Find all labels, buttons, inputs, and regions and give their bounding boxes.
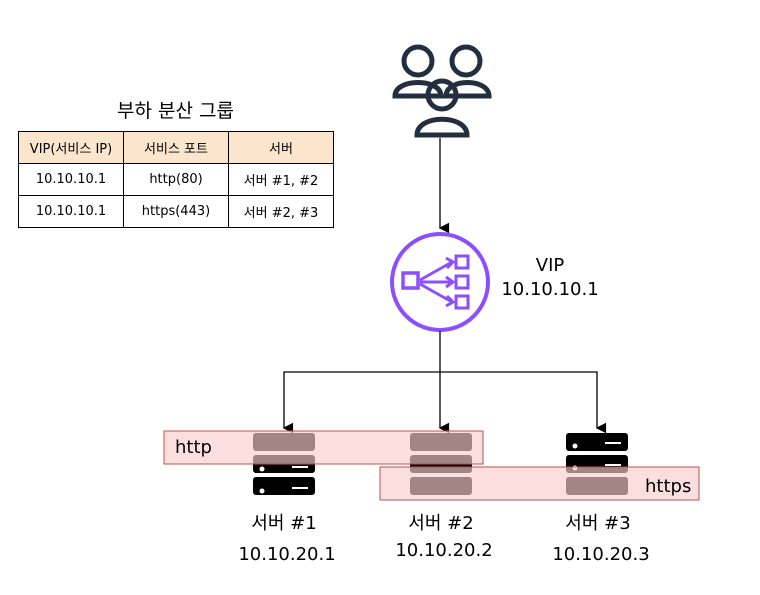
http-group-band bbox=[163, 430, 484, 465]
cell-port: http(80) bbox=[123, 163, 229, 196]
cell-server: 서버 #1, #2 bbox=[228, 163, 334, 196]
https-group-label: https bbox=[645, 476, 692, 497]
table-row: 10.10.10.1 http(80) 서버 #1, #2 bbox=[18, 163, 334, 196]
table-row: 10.10.10.1 https(443) 서버 #2, #3 bbox=[18, 195, 334, 228]
vip-label: VIP 10.10.10.1 bbox=[470, 254, 630, 302]
server-1-ip: 10.10.20.1 bbox=[238, 544, 336, 565]
load-balancer-icon bbox=[390, 232, 490, 332]
vip-ip: 10.10.10.1 bbox=[501, 279, 599, 300]
server-2-ip: 10.10.20.2 bbox=[395, 540, 493, 561]
table-title: 부하 분산 그룹 bbox=[117, 100, 234, 122]
server-3-ip: 10.10.20.3 bbox=[552, 544, 650, 565]
header-port: 서비스 포트 bbox=[123, 131, 229, 164]
https-group-band bbox=[379, 466, 700, 501]
server-3-name: 서버 #3 bbox=[565, 513, 631, 534]
header-server: 서버 bbox=[228, 131, 334, 164]
vip-title: VIP bbox=[535, 255, 565, 276]
cell-vip: 10.10.10.1 bbox=[18, 195, 124, 228]
cell-port: https(443) bbox=[123, 195, 229, 228]
load-balancing-table: VIP(서비스 IP) 서비스 포트 서버 10.10.10.1 http(80… bbox=[18, 131, 334, 228]
cell-server: 서버 #2, #3 bbox=[228, 195, 334, 228]
server-1-name: 서버 #1 bbox=[251, 513, 317, 534]
vip-to-servers-connectors bbox=[282, 331, 607, 434]
users-icon bbox=[392, 44, 492, 138]
table-header-row: VIP(서비스 IP) 서비스 포트 서버 bbox=[18, 131, 334, 164]
server-2-name: 서버 #2 bbox=[408, 513, 474, 534]
cell-vip: 10.10.10.1 bbox=[18, 163, 124, 196]
http-group-label: http bbox=[175, 437, 212, 458]
